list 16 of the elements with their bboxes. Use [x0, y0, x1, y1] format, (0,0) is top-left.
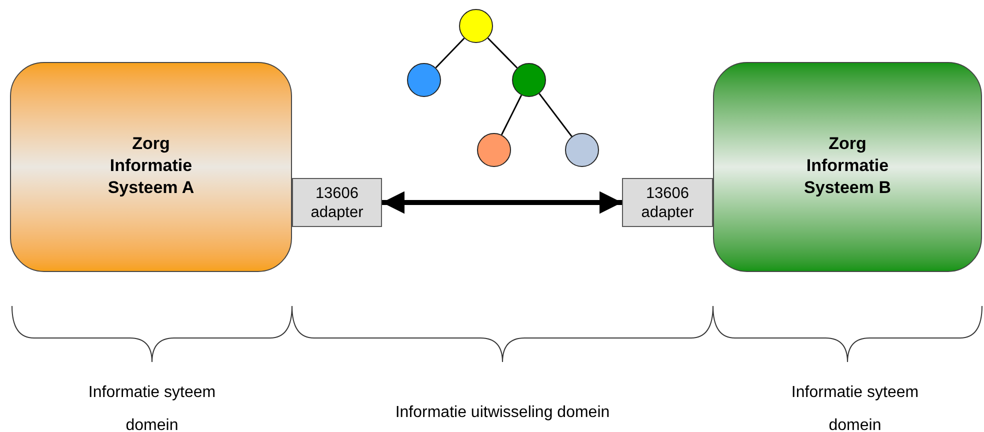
connector-line — [538, 93, 572, 137]
adapter-box — [292, 178, 382, 227]
domain-label: Informatie syteem domein — [87, 383, 217, 432]
connector-line — [487, 38, 518, 68]
system-title: Zorg Informatie Systeem B — [803, 133, 892, 199]
system-box — [713, 62, 982, 272]
system-title: Zorg Informatie Systeem A — [106, 133, 196, 199]
double-arrow — [382, 191, 622, 214]
connector-line — [500, 94, 522, 136]
adapter-label: 13606 adapter — [640, 184, 695, 222]
adapter-box — [622, 178, 713, 227]
domain-label: Informatie syteem domein — [790, 383, 920, 432]
connector-line — [435, 38, 465, 68]
adapter-label: 13606 adapter — [310, 184, 364, 222]
domain-label: Informatie uitwisseling domein — [394, 403, 611, 423]
system-box — [10, 62, 292, 272]
